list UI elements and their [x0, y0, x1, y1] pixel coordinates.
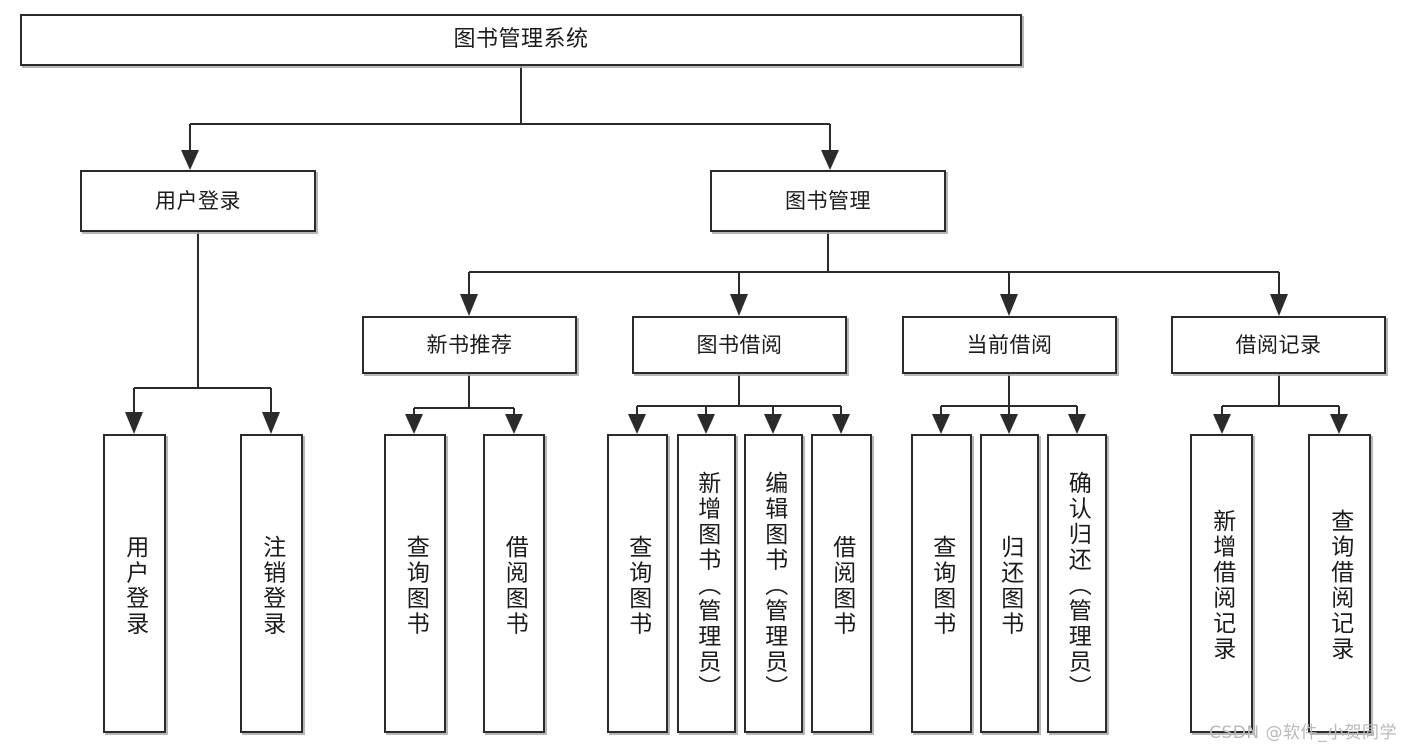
node-root-book-management-system[interactable]: 图书管理系统	[20, 14, 1022, 66]
edge-bookborrow-to-leaves	[628, 374, 850, 434]
node-label: 借阅图书	[828, 534, 855, 637]
leaf-borrow-book-1[interactable]: 借阅图书	[483, 434, 545, 733]
node-label: 新书推荐	[426, 332, 513, 357]
leaf-logout[interactable]: 注销登录	[240, 434, 303, 733]
leaf-query-book-2[interactable]: 查询图书	[607, 434, 668, 733]
csdn-watermark: CSDN @软件_小贺同学	[1209, 723, 1397, 743]
node-label: 图书管理系统	[453, 27, 589, 53]
node-label: 借阅记录	[1235, 332, 1322, 357]
node-new-book-recommendation[interactable]: 新书推荐	[362, 316, 577, 374]
leaf-borrow-book-2[interactable]: 借阅图书	[811, 434, 872, 733]
node-current-borrowing[interactable]: 当前借阅	[902, 316, 1117, 374]
leaf-query-book-3[interactable]: 查询图书	[911, 434, 972, 733]
node-label: 新增借阅记录	[1208, 509, 1235, 662]
node-label: 查询图书	[928, 534, 955, 637]
edge-root-to-level2	[181, 66, 839, 170]
leaf-return-book[interactable]: 归还图书	[980, 434, 1039, 733]
leaf-edit-book-admin[interactable]: 编辑图书（管理员）	[744, 434, 803, 733]
leaf-query-book-1[interactable]: 查询图书	[384, 434, 446, 733]
node-user-login[interactable]: 用户登录	[80, 170, 316, 232]
edge-borrowrecord-to-leaves	[1213, 374, 1348, 434]
node-label: 新增图书（管理员）	[693, 470, 720, 701]
leaf-add-book-admin[interactable]: 新增图书（管理员）	[677, 434, 736, 733]
edge-currentborrow-to-leaves	[932, 374, 1086, 434]
node-label: 用户登录	[121, 534, 148, 637]
node-book-borrowing[interactable]: 图书借阅	[632, 316, 847, 374]
node-label: 查询借阅记录	[1326, 509, 1353, 662]
edge-newbook-to-leaves	[405, 374, 523, 434]
node-label: 查询图书	[402, 534, 429, 637]
leaf-query-borrow-record[interactable]: 查询借阅记录	[1308, 434, 1371, 733]
node-label: 归还图书	[996, 534, 1023, 637]
leaf-confirm-return-admin[interactable]: 确认归还（管理员）	[1047, 434, 1107, 733]
edge-userlogin-to-leaves	[125, 232, 280, 434]
node-book-management[interactable]: 图书管理	[710, 170, 946, 232]
node-borrow-records[interactable]: 借阅记录	[1171, 316, 1386, 374]
leaf-user-login[interactable]: 用户登录	[103, 434, 166, 733]
node-label: 注销登录	[258, 534, 285, 637]
node-label: 确认归还（管理员）	[1064, 470, 1091, 701]
node-label: 查询图书	[624, 534, 651, 637]
node-label: 借阅图书	[501, 534, 528, 637]
node-label: 用户登录	[155, 188, 241, 213]
node-label: 图书借阅	[696, 332, 783, 357]
edge-bookmanage-to-level3	[460, 232, 1288, 316]
node-label: 编辑图书（管理员）	[760, 470, 787, 701]
node-label: 图书管理	[785, 188, 871, 213]
leaf-add-borrow-record[interactable]: 新增借阅记录	[1190, 434, 1253, 733]
node-label: 当前借阅	[966, 332, 1053, 357]
